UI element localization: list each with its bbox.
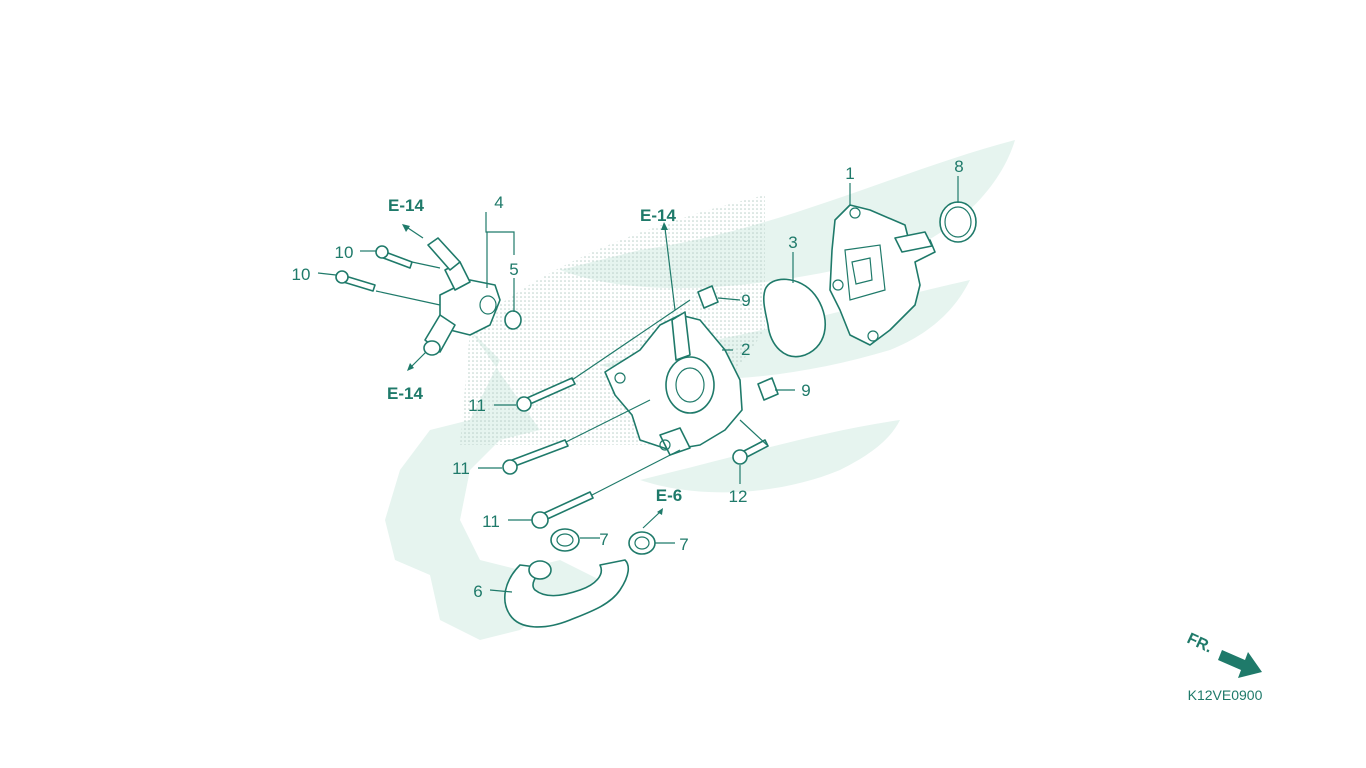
callout-10a: 10 — [335, 243, 354, 262]
callout-2: 2 — [741, 340, 750, 359]
callout-11a: 11 — [468, 396, 486, 415]
pump-cover-2-icon — [604, 311, 743, 456]
callout-11c: 11 — [482, 512, 500, 531]
front-arrow-icon — [1218, 650, 1262, 678]
bolt-11b-icon — [502, 439, 569, 475]
ref-label-e14-cover: E-14 — [640, 206, 676, 225]
callout-9b: 9 — [801, 381, 810, 400]
bolt-10a-icon — [375, 245, 413, 269]
ref-label-e14-bottom: E-14 — [387, 384, 423, 403]
front-label: FR. — [1184, 630, 1215, 656]
water-outlet-4-icon — [423, 237, 501, 356]
diagram-code: K12VE0900 — [1188, 687, 1263, 703]
hose-clamp-7a-icon — [550, 528, 580, 552]
water-hose-6-icon — [504, 559, 630, 628]
callout-4: 4 — [494, 193, 503, 212]
callout-6: 6 — [473, 582, 482, 601]
dowel-pin-9a-icon — [697, 285, 719, 309]
o-ring-8-icon — [939, 201, 977, 243]
o-ring-5-icon — [504, 310, 522, 330]
ref-label-e14-top: E-14 — [388, 196, 424, 215]
bolt-11c-icon — [531, 491, 594, 529]
callout-7b: 7 — [679, 535, 688, 554]
gasket-3-icon — [762, 278, 826, 358]
callout-11b: 11 — [452, 459, 470, 478]
hose-clamp-7b-icon — [628, 531, 656, 555]
ref-arrows — [402, 222, 676, 529]
dowel-pin-9b-icon — [757, 377, 779, 401]
callout-7a: 7 — [599, 530, 608, 549]
callout-3: 3 — [788, 233, 797, 252]
callout-10b: 10 — [292, 265, 311, 284]
callout-12: 12 — [729, 487, 748, 506]
bolt-11a-icon — [516, 377, 576, 412]
bolt-10b-icon — [335, 270, 376, 292]
callout-9a: 9 — [741, 291, 750, 310]
callout-1: 1 — [845, 164, 854, 183]
callout-5: 5 — [509, 260, 518, 279]
water-pump-assembly-icon — [829, 204, 936, 346]
callout-8: 8 — [954, 157, 963, 176]
leader-lines — [317, 176, 959, 593]
ref-label-e6: E-6 — [656, 486, 682, 505]
bolt-12-icon — [732, 439, 769, 465]
